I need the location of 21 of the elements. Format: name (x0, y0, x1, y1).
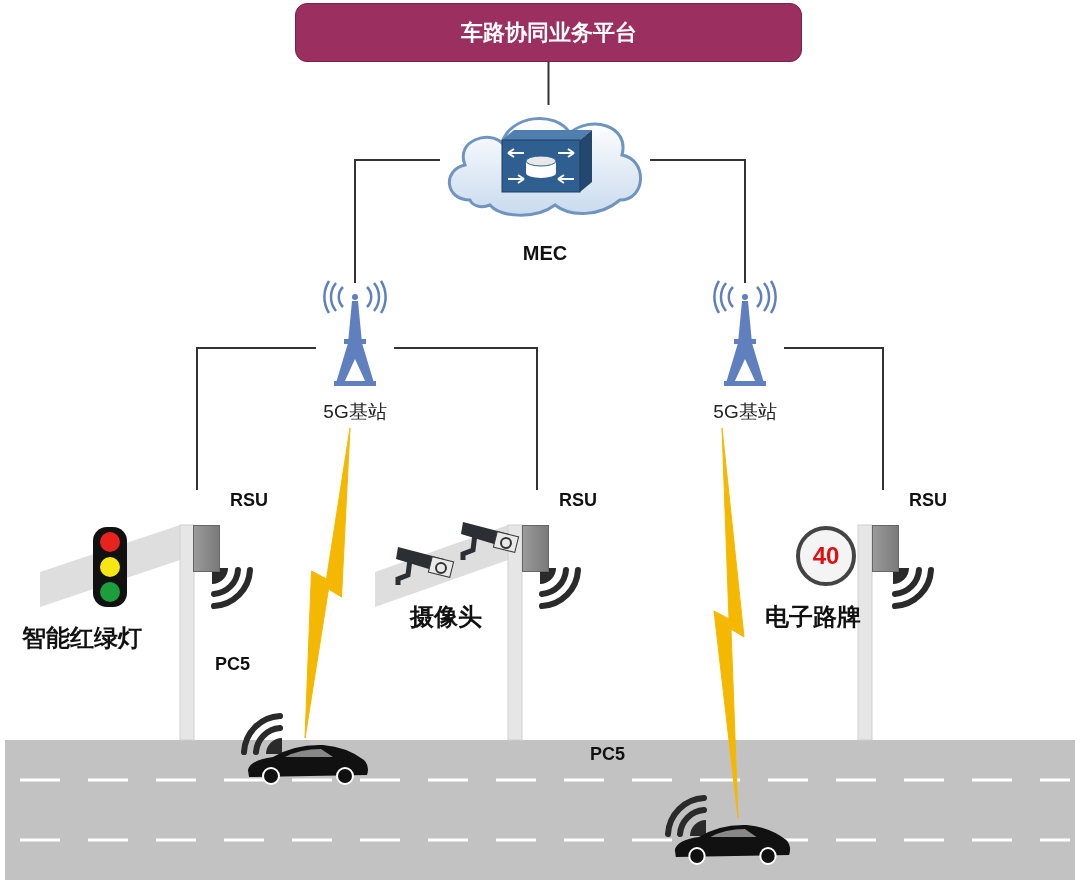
lightning-bolt (713, 427, 745, 819)
platform-box: 车路协同业务平台 (295, 3, 802, 62)
text-label: 智能红绿灯 (22, 625, 142, 652)
node-label: RSU (230, 490, 268, 511)
text-label: PC5 (215, 655, 250, 675)
connector-line (783, 347, 884, 491)
node-label: RSU (909, 490, 947, 511)
connector-line (649, 159, 746, 284)
speed-limit-sign: 40 (796, 526, 856, 586)
connector-line (393, 347, 538, 491)
connector-line (354, 159, 441, 284)
node-label: RSU (559, 490, 597, 511)
text-label: 电子路牌 (765, 604, 861, 631)
connector-line (547, 61, 550, 106)
node-label: MEC (522, 242, 568, 265)
text-label: PC5 (590, 745, 625, 765)
text-label: 摄像头 (410, 604, 482, 631)
connector-line (196, 347, 317, 491)
node-label: 5G基站 (713, 400, 777, 424)
node-label: 5G基站 (323, 400, 387, 424)
lightning-bolt (304, 427, 351, 739)
